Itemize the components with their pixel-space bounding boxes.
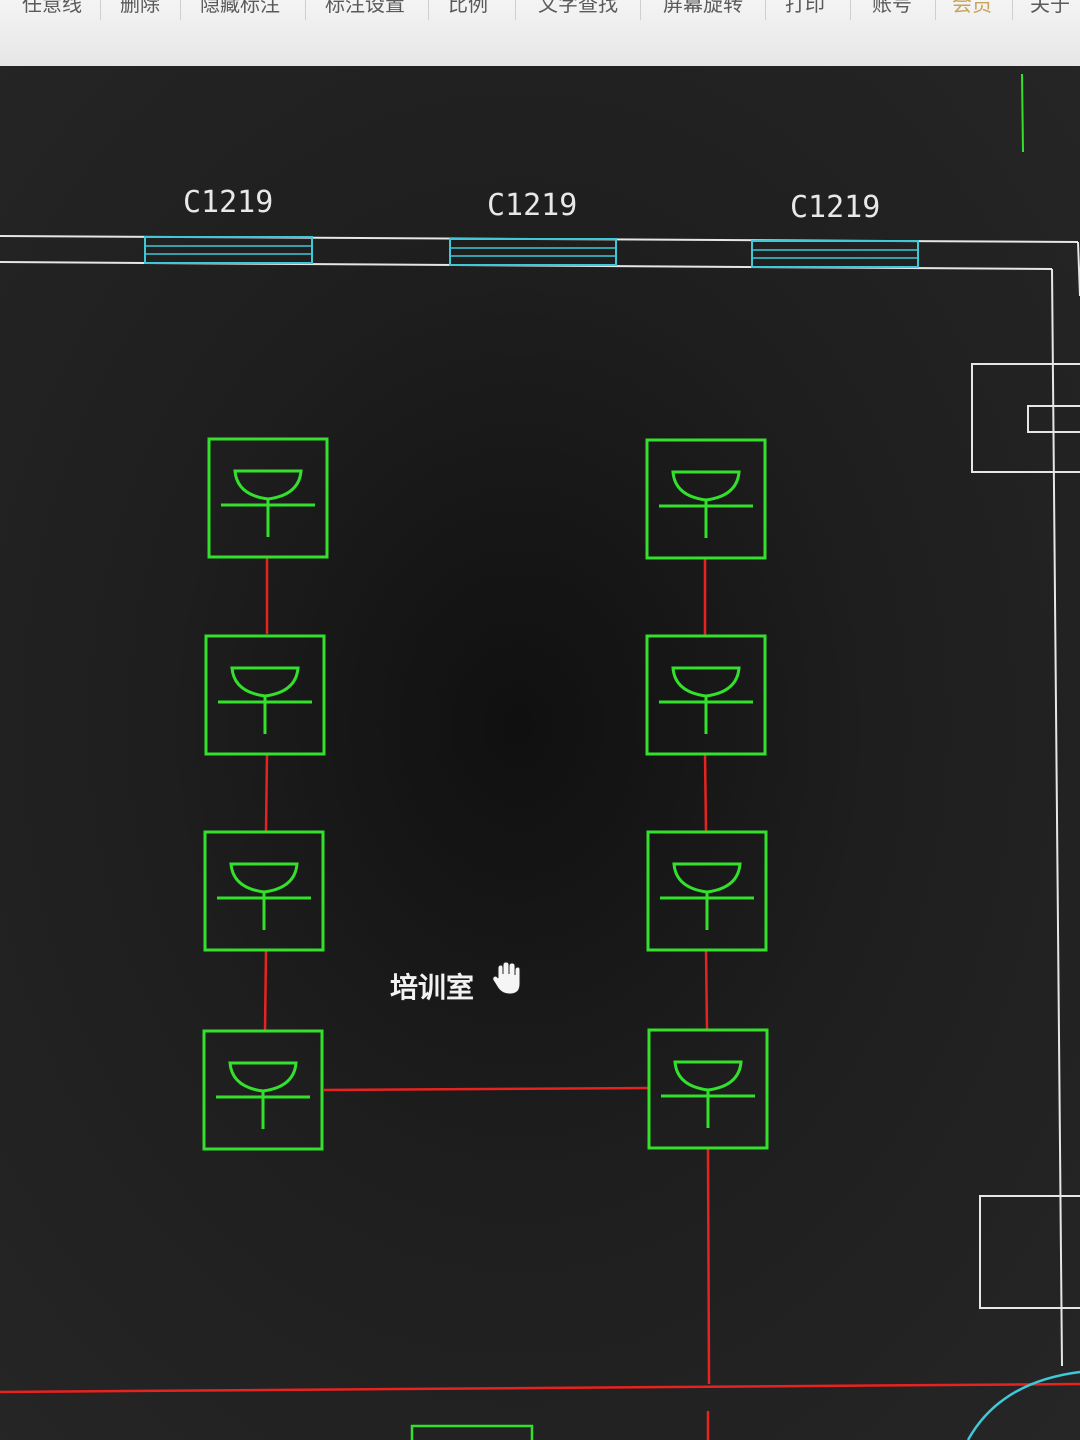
green-marker-line [1021, 73, 1024, 153]
ceiling-lamp-icon[interactable] [207, 437, 329, 559]
menu-divider [765, 0, 766, 20]
window-tag-1: C1219 [183, 185, 273, 220]
bottom-fixture-partial [410, 1424, 534, 1440]
room-label: 培训室 [390, 971, 474, 1004]
menu-divider [935, 0, 936, 20]
menu-divider [640, 0, 641, 20]
wiring [0, 556, 1080, 1440]
menu-scale[interactable]: 比例 [448, 0, 488, 16]
ceiling-lamp-icon[interactable] [202, 1029, 324, 1151]
top-wall [0, 235, 1080, 1367]
menu-dimension-settings[interactable]: 标注设置 [325, 0, 405, 16]
door-swing-arc [966, 1370, 1080, 1440]
menu-account[interactable]: 账号 [872, 0, 912, 16]
window-tag-2: C1219 [487, 188, 577, 223]
window-2[interactable] [449, 238, 617, 266]
cad-floor-plan[interactable]: C1219 C1219 C1219 培训室 [0, 66, 1080, 1440]
right-wall-fixture-bottom [979, 1195, 1080, 1309]
menu-hide-dimensions[interactable]: 隐藏标注 [200, 0, 280, 16]
lamp-fixtures [202, 437, 769, 1151]
ceiling-lamp-icon[interactable] [203, 830, 325, 952]
ceiling-lamp-icon[interactable] [645, 438, 767, 560]
toolbar-menu: 任意线 删除 隐藏标注 标注设置 比例 文字查找 屏幕旋转 打印 账号 会员 关… [0, 0, 1080, 67]
drawing-canvas[interactable]: C1219 C1219 C1219 培训室 [0, 66, 1080, 1440]
menu-divider [428, 0, 429, 20]
menu-divider [1012, 0, 1013, 20]
menu-delete[interactable]: 删除 [120, 0, 160, 16]
menu-rotate-screen[interactable]: 屏幕旋转 [663, 0, 743, 16]
window-1[interactable] [144, 236, 313, 264]
ceiling-lamp-icon[interactable] [646, 830, 768, 952]
menu-membership[interactable]: 会员 [952, 0, 992, 16]
right-wall-fixture-top [971, 363, 1080, 473]
ceiling-lamp-icon[interactable] [647, 1028, 769, 1150]
menu-divider [850, 0, 851, 20]
menu-divider [180, 0, 181, 20]
window-3[interactable] [751, 240, 919, 268]
menu-arbitrary-line[interactable]: 任意线 [22, 0, 82, 16]
menu-print[interactable]: 打印 [785, 0, 825, 16]
ceiling-lamp-icon[interactable] [204, 634, 326, 756]
menu-text-search[interactable]: 文字查找 [538, 0, 618, 16]
window-tag-3: C1219 [790, 190, 880, 225]
menu-divider [100, 0, 101, 20]
menu-divider [305, 0, 306, 20]
ceiling-lamp-icon[interactable] [645, 634, 767, 756]
menu-about[interactable]: 关于 [1030, 0, 1070, 16]
hand-pan-icon [492, 961, 521, 995]
menu-divider [515, 0, 516, 20]
